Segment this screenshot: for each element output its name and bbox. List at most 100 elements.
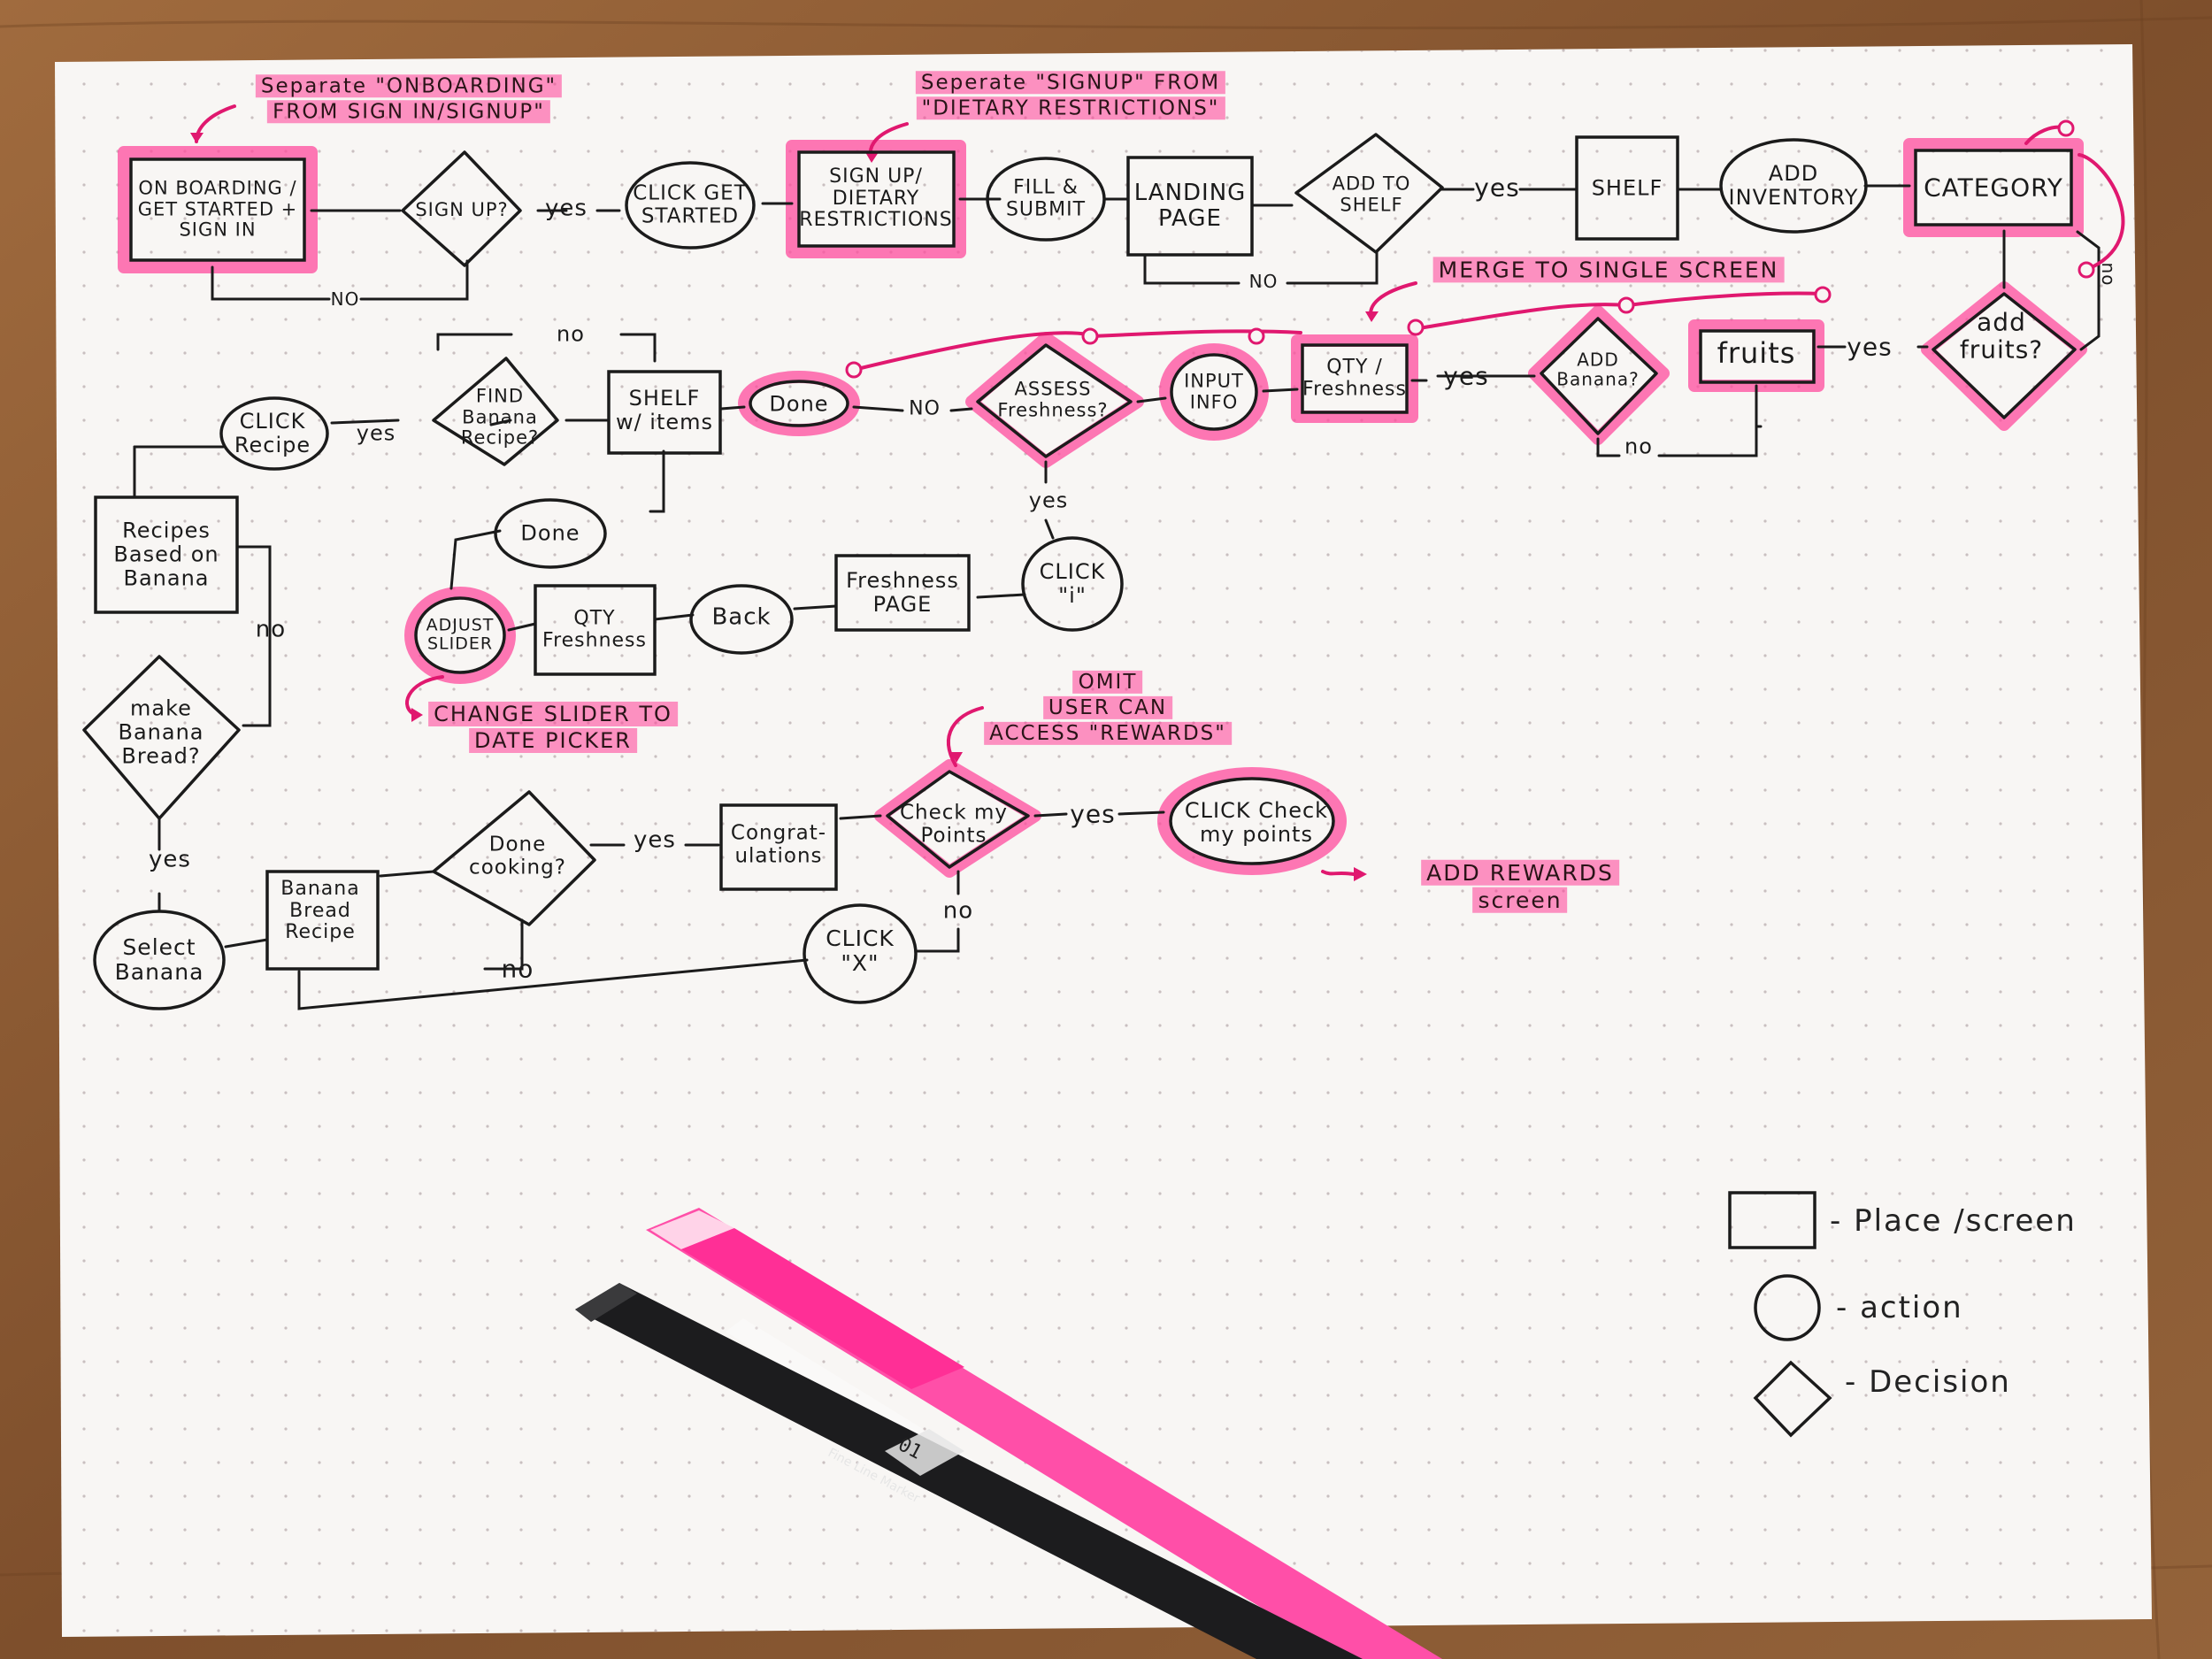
- node-done-cooking: Done cooking?: [469, 833, 566, 879]
- annotation-separate-signup: Seperate "SIGNUP" FROM "DIETARY RESTRICT…: [915, 70, 1226, 121]
- node-qty-freshness-2-shape: [534, 584, 657, 676]
- node-banana-bread-recipe: Banana Bread Recipe: [280, 878, 360, 944]
- highlight-adjust-slider: [404, 587, 516, 684]
- highlight-click-check-points: [1157, 767, 1347, 875]
- node-click-get-started-shape: [625, 161, 756, 250]
- node-add-inventory-shape: [1719, 138, 1868, 234]
- edge-bread-yes: yes: [149, 846, 191, 873]
- node-click-check-points-shape: [1169, 777, 1335, 865]
- node-adjust-slider-shape: [414, 596, 506, 674]
- node-fill-submit-shape: [986, 157, 1106, 242]
- node-done-2: Done: [520, 520, 580, 546]
- edge-points-no: no: [942, 897, 974, 925]
- edge-signup-yes: yes: [545, 195, 588, 222]
- annotation-merge-single-screen: MERGE TO SINGLE SCREEN: [1432, 256, 1785, 283]
- edge-signup-no: NO: [330, 288, 360, 310]
- annotation-separate-onboarding: Separate "ONBOARDING" FROM SIGN IN/SIGNU…: [255, 73, 563, 125]
- legend-action-label: - action: [1836, 1290, 1963, 1325]
- legend-decision-shape: [1753, 1360, 1832, 1438]
- node-qty-freshness-shape: [1301, 343, 1409, 414]
- node-signup-question: SIGN UP?: [415, 199, 509, 221]
- node-assess-freshness: ASSESS Freshness?: [997, 378, 1109, 420]
- node-done-1-shape: [749, 380, 849, 427]
- node-back: Back: [711, 603, 772, 631]
- node-click-get-started: CLICK GET STARTED: [633, 181, 748, 227]
- annotation-omit-rewards: OMIT USER CAN ACCESS "REWARDS": [984, 670, 1232, 746]
- annotation-change-slider: CHANGE SLIDER TO DATE PICKER: [428, 701, 678, 754]
- node-click-x: CLICK "X": [826, 926, 895, 976]
- highlight-check-points: [874, 759, 1041, 878]
- edge-bread-no: no: [255, 616, 287, 643]
- node-congrats-shape: [719, 803, 838, 891]
- node-click-check-my-points: CLICK Check my points: [1184, 798, 1329, 847]
- node-click-x-shape: [803, 903, 918, 1004]
- node-shelf-shape: [1575, 135, 1679, 241]
- node-category-shape: [1914, 149, 2073, 227]
- node-click-recipe: CLICK Recipe: [234, 409, 311, 457]
- node-qty-freshness-2: QTY Freshness: [542, 607, 647, 651]
- node-back-shape: [689, 584, 794, 655]
- edge-banana-yes: yes: [1443, 361, 1489, 391]
- node-add-banana: ADD Banana?: [1556, 349, 1640, 390]
- node-shelf: SHELF: [1591, 175, 1663, 201]
- highlight-add-fruits: [1921, 281, 2087, 431]
- node-select-banana-shape: [93, 910, 226, 1010]
- legend-screen-shape: [1728, 1191, 1816, 1249]
- node-add-inventory: ADD INVENTORY: [1728, 161, 1859, 210]
- edge-points-yes: yes: [1070, 799, 1116, 829]
- node-category: CATEGORY: [1924, 173, 2063, 203]
- node-done-2-shape: [494, 498, 607, 569]
- node-add-fruits: add fruits?: [1959, 307, 2044, 365]
- node-fruits-shape: [1699, 329, 1816, 384]
- node-click-recipe-shape: [219, 396, 329, 471]
- node-shelf-items-shape: [607, 370, 722, 455]
- node-qty-freshness: QTY / Freshness: [1302, 356, 1407, 400]
- node-click-i-shape: [1021, 536, 1124, 632]
- node-congratulations: Congrat- ulations: [730, 821, 827, 867]
- legend-screen-label: - Place /screen: [1830, 1203, 2077, 1239]
- node-bread-recipe-shape: [265, 870, 380, 971]
- node-input-info-shape: [1170, 353, 1258, 431]
- fine-line-marker-pen: [575, 1283, 1363, 1659]
- edge-banana-no: no: [1624, 434, 1653, 459]
- node-add-banana-shape: [1540, 317, 1658, 435]
- highlight-done: [738, 371, 860, 436]
- highlight-qty-freshness: [1291, 334, 1418, 423]
- node-signup-q-shape: [401, 150, 522, 267]
- node-click-i: CLICK "i": [1039, 559, 1106, 608]
- node-check-points-shape: [886, 770, 1030, 869]
- node-fruits: fruits: [1717, 336, 1796, 371]
- node-select-banana: Select Banana: [114, 934, 204, 985]
- edge-find-yes: yes: [356, 420, 396, 446]
- edge-assess-no: NO: [909, 397, 941, 420]
- node-make-bread-shape: [82, 655, 241, 820]
- highlight-category: [1903, 138, 2084, 237]
- edge-cooking-yes: yes: [634, 826, 676, 854]
- node-shelf-with-items: SHELF w/ items: [615, 386, 714, 434]
- node-landing-page-shape: [1126, 156, 1254, 257]
- edge-find-no: no: [557, 321, 585, 347]
- node-done-cooking-shape: [432, 790, 596, 926]
- node-assess-shape: [976, 343, 1133, 458]
- node-add-fruits-shape: [1932, 292, 2077, 419]
- edge-cooking-no: no: [501, 954, 534, 984]
- node-recipes-banana-shape: [94, 495, 239, 614]
- node-input-info: INPUT INFO: [1184, 370, 1244, 412]
- legend-decision-label: - Decision: [1845, 1364, 2011, 1400]
- node-freshness-page: Freshness PAGE: [846, 568, 959, 617]
- node-signup-dietary-shape: [797, 150, 956, 248]
- node-adjust-slider: ADJUST SLIDER: [426, 615, 495, 654]
- node-onboarding: ON BOARDING / GET STARTED + SIGN IN: [137, 177, 298, 241]
- node-landing-page: LANDING PAGE: [1133, 179, 1247, 232]
- node-signup-dietary: SIGN UP/ DIETARY RESTRICTIONS: [799, 165, 953, 232]
- edge-shelf-yes: yes: [1474, 173, 1520, 203]
- edge-assess-yes: yes: [1028, 488, 1069, 513]
- node-done-1: Done: [769, 391, 829, 417]
- node-recipes-based-on-banana: Recipes Based on Banana: [113, 518, 219, 591]
- annotation-add-rewards-screen: ADD REWARDS screen: [1421, 859, 1619, 915]
- node-fill-submit: FILL & SUBMIT: [1005, 176, 1087, 220]
- edge-fruits-no: no: [2098, 262, 2120, 287]
- legend-action-shape: [1754, 1274, 1821, 1341]
- node-make-banana-bread: make Banana Bread?: [118, 695, 204, 769]
